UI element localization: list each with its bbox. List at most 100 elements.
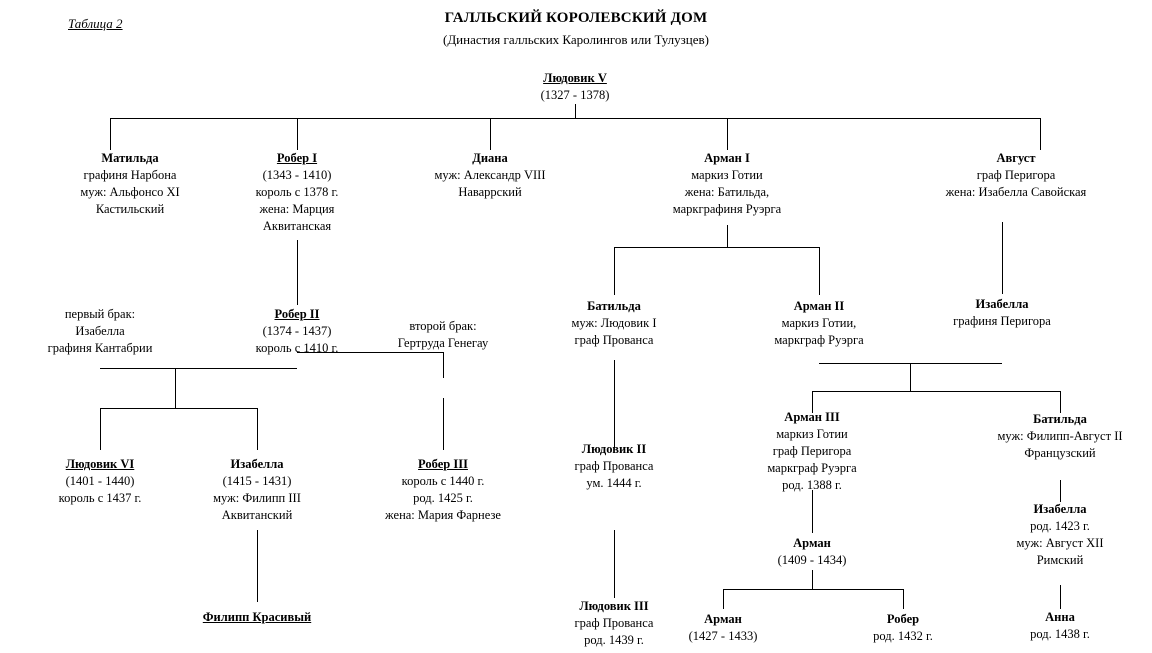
node-line: граф Прованса [574, 459, 654, 473]
node-line: граф Прованса [574, 333, 654, 347]
node-name: Батильда [587, 299, 641, 313]
node-name: Изабелла [230, 457, 284, 471]
node-name: Батильда [1033, 412, 1087, 426]
node-line: род. 1425 г. [413, 491, 473, 505]
node-line: Римский [1036, 553, 1084, 567]
connector-drop-arman-i [727, 118, 728, 150]
connector-rober-i-to-rober-ii [297, 240, 298, 305]
connector-marriage-1-bus [100, 368, 297, 369]
connector-root-stem [575, 104, 576, 118]
node-line: Аквитанский [221, 508, 293, 522]
node-arman-i[interactable]: Арман I маркиз Готии жена: Батильда, мар… [673, 150, 781, 218]
node-rober-iii[interactable]: Робер III король с 1440 г. род. 1425 г. … [385, 456, 501, 524]
node-line: род. 1438 г. [1030, 627, 1090, 641]
node-arman-1409[interactable]: Арман (1409 - 1434) [778, 535, 847, 569]
connector-drop-ludovik-vi [100, 408, 101, 450]
connector-avgust-to-izabella [1002, 222, 1003, 294]
connector-drop-avgust [1040, 118, 1041, 150]
node-diana[interactable]: Диана муж: Александр VIII Наваррский [435, 150, 546, 201]
node-ludovik-vi[interactable]: Людовик VI (1401 - 1440) король с 1437 г… [59, 456, 142, 507]
connector-izabella-1423-to-anna [1060, 585, 1061, 609]
node-line: Французский [1024, 446, 1096, 460]
node-line: король с 1410 г. [255, 341, 339, 355]
node-arman-iii[interactable]: Арман III маркиз Готии граф Перигора мар… [767, 409, 856, 494]
connector-children-arman-1409-bus [723, 589, 903, 590]
table-label: Таблица 2 [68, 16, 123, 31]
node-line: ум. 1444 г. [586, 476, 642, 490]
node-name: Робер III [418, 457, 468, 471]
node-line: (1427 - 1433) [688, 629, 758, 643]
node-name: Людовик III [579, 599, 649, 613]
connector-children-arman-ii-bus [812, 391, 1060, 392]
connector-ludovik-ii-to-ludovik-iii [614, 530, 615, 598]
connector-arman-1409-stem [812, 570, 813, 589]
node-line: маркграфиня Руэрга [672, 202, 782, 216]
connector-drop-batilda-2 [1060, 391, 1061, 413]
node-matilda[interactable]: Матильда графиня Нарбона муж: Альфонсо X… [80, 150, 179, 218]
node-izabella-1415[interactable]: Изабелла (1415 - 1431) муж: Филипп III А… [213, 456, 301, 524]
node-line: король с 1378 г. [255, 185, 339, 199]
node-line: Кастильский [95, 202, 165, 216]
node-ludovik-iii[interactable]: Людовик III граф Прованса род. 1439 г. [575, 598, 654, 649]
page-subtitle: (Династия галльских Каролингов или Тулуз… [442, 32, 710, 47]
node-line: графиня Нарбона [83, 168, 177, 182]
connector-drop-diana [490, 118, 491, 150]
node-line: (1327 - 1378) [540, 88, 610, 102]
connector-arman-iii-to-arman [812, 490, 813, 533]
node-line: Изабелла [75, 324, 125, 338]
node-arman-ii[interactable]: Арман II маркиз Готии, маркграф Руэрга [774, 298, 863, 349]
node-line: род. 1388 г. [782, 478, 842, 492]
connector-batilda-2-to-izabella [1060, 480, 1061, 502]
node-line: граф Прованса [574, 616, 654, 630]
node-line: род. 1432 г. [873, 629, 933, 643]
node-line: маркграф Руэрга [774, 333, 864, 347]
node-line: жена: Батильда, [684, 185, 770, 199]
node-rober-ii[interactable]: Робер II (1374 - 1437) король с 1410 г. [256, 306, 339, 357]
node-line: муж: Людовик I [571, 316, 657, 330]
node-rober-i[interactable]: Робер I (1343 - 1410) король с 1378 г. ж… [256, 150, 339, 235]
node-avgust[interactable]: Август граф Перигора жена: Изабелла Саво… [946, 150, 1087, 201]
node-second-marriage[interactable]: второй брак: Гертруда Генегау [398, 318, 488, 352]
node-name: Изабелла [975, 297, 1029, 311]
node-line: муж: Филипп III [213, 491, 301, 505]
node-name: Арман [704, 612, 742, 626]
node-rober-1432[interactable]: Робер род. 1432 г. [873, 611, 933, 645]
connector-batilda-to-ludovik-ii [614, 360, 615, 448]
node-izabella-perigor[interactable]: Изабелла графиня Перигора [953, 296, 1051, 330]
node-anna[interactable]: Анна род. 1438 г. [1030, 609, 1090, 643]
node-line: (1401 - 1440) [65, 474, 135, 488]
connector-drop-rober-1432 [903, 589, 904, 609]
node-name: Изабелла [1033, 502, 1087, 516]
node-batilda-provence[interactable]: Батильда муж: Людовик I граф Прованса [572, 298, 657, 349]
connector-drop-arman-1427 [723, 589, 724, 609]
connector-drop-izabella-1415 [257, 408, 258, 450]
node-line: (1409 - 1434) [777, 553, 847, 567]
node-ludovik-v[interactable]: Людовик V (1327 - 1378) [541, 70, 610, 104]
node-arman-1427[interactable]: Арман (1427 - 1433) [689, 611, 758, 645]
node-line: (1374 - 1437) [262, 324, 332, 338]
node-name: Матильда [101, 151, 159, 165]
node-line: король с 1437 г. [58, 491, 142, 505]
connector-izabella-to-filipp [257, 530, 258, 602]
node-name: Арман III [784, 410, 840, 424]
node-filipp-krasivyi[interactable]: Филипп Красивый [203, 609, 311, 626]
node-line: король с 1440 г. [401, 474, 485, 488]
node-izabella-1423[interactable]: Изабелла род. 1423 г. муж: Август XII Ри… [1016, 501, 1103, 569]
node-line: жена: Марция [259, 202, 335, 216]
node-name: Робер I [276, 151, 318, 165]
connector-drop-matilda [110, 118, 111, 150]
node-line: муж: Александр VIII [434, 168, 546, 182]
connector-marriage-2-drop [443, 352, 444, 378]
connector-drop-arman-iii [812, 391, 813, 413]
node-line: род. 1439 г. [584, 633, 644, 647]
node-name: Людовик II [581, 442, 647, 456]
node-batilda-french[interactable]: Батильда муж: Филипп-Август II Французск… [997, 411, 1122, 462]
node-name: Арман I [704, 151, 750, 165]
connector-marriage-2-bus [297, 352, 443, 353]
node-name: Людовик VI [65, 457, 135, 471]
node-ludovik-ii[interactable]: Людовик II граф Прованса ум. 1444 г. [575, 441, 654, 492]
connector-gen1-bus [110, 118, 1040, 119]
node-line: муж: Филипп-Август II [997, 429, 1123, 443]
node-first-marriage[interactable]: первый брак: Изабелла графиня Кантабрии [48, 306, 153, 357]
